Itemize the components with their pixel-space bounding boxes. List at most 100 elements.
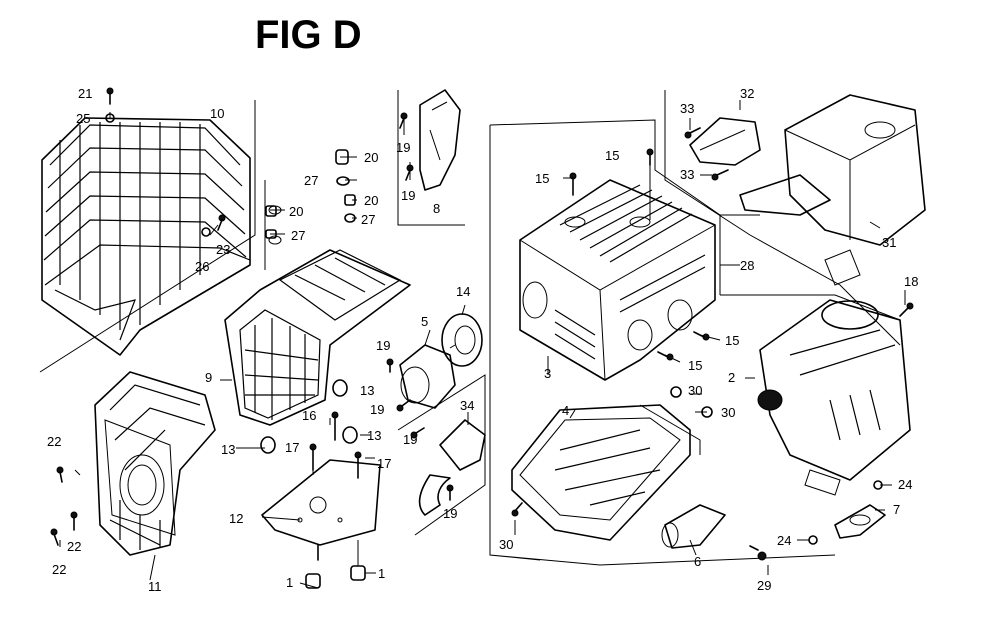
- callout-label: 24: [777, 533, 791, 548]
- bolt-icon: [405, 164, 414, 181]
- muffler-protector: [519, 179, 716, 381]
- support-frame: [224, 180, 411, 426]
- callout-label: 15: [605, 148, 619, 163]
- bolt-icon: [70, 511, 78, 531]
- bolt-icon: [309, 443, 317, 471]
- bracket: [397, 89, 465, 226]
- bolt-icon: [657, 351, 674, 361]
- muffler-gasket: [834, 504, 886, 539]
- bolt-icon: [693, 331, 710, 341]
- bolt-icon: [749, 545, 767, 561]
- bolt-icon: [410, 427, 425, 439]
- callout-label: 10: [210, 106, 224, 121]
- bolt-icon: [50, 528, 59, 546]
- callout-label: 8: [433, 201, 440, 216]
- base-plate: [261, 459, 381, 589]
- nut-icon: [344, 194, 356, 206]
- nut-icon: [201, 227, 211, 237]
- nut-icon: [336, 176, 350, 186]
- bolt-icon: [899, 302, 914, 317]
- heat-shield: [689, 117, 761, 166]
- nut-icon: [105, 113, 115, 123]
- muffler: [757, 299, 911, 496]
- callout-label: 22: [52, 562, 66, 577]
- callout-label: 33: [680, 101, 694, 116]
- callout-label: 3: [544, 366, 551, 381]
- callout-label: 27: [361, 212, 375, 227]
- callout-label: 15: [688, 358, 702, 373]
- nut-icon: [265, 229, 277, 239]
- cover-guard: [39, 100, 256, 373]
- nut-icon: [808, 535, 818, 545]
- bolt-icon: [684, 127, 701, 139]
- callout-label: 13: [367, 428, 381, 443]
- upper-muffler: [739, 94, 926, 286]
- muffler-base: [511, 404, 701, 541]
- bolt-icon: [386, 358, 394, 373]
- callout-label: 22: [47, 434, 61, 449]
- callout-label: 25: [76, 111, 90, 126]
- fasteners: [50, 87, 914, 561]
- callout-label: 18: [904, 274, 918, 289]
- callout-label: 19: [443, 506, 457, 521]
- bolt-icon: [511, 502, 523, 517]
- engine-side-panel: [94, 371, 216, 556]
- callout-label: 17: [377, 456, 391, 471]
- elbow-joint: [399, 344, 456, 409]
- callout-label: 1: [378, 566, 385, 581]
- spark-arrester: [661, 504, 726, 549]
- callout-label: 29: [757, 578, 771, 593]
- figure-title: FIG D: [255, 13, 362, 57]
- nut-icon: [873, 480, 883, 490]
- callout-label: 6: [694, 554, 701, 569]
- bolt-icon: [399, 112, 408, 129]
- callout-label: 13: [221, 442, 235, 457]
- callout-label: 15: [535, 171, 549, 186]
- nut-icon: [335, 149, 349, 165]
- callout-label: 11: [148, 579, 162, 594]
- callout-label: 19: [401, 188, 415, 203]
- callout-label: 16: [302, 408, 316, 423]
- bolt-icon: [711, 169, 729, 181]
- callout-label: 7: [893, 502, 900, 517]
- callout-label: 19: [370, 402, 384, 417]
- callout-label: 31: [882, 235, 896, 250]
- callout-label: 1: [286, 575, 293, 590]
- bolt-icon: [396, 399, 411, 412]
- callout-label: 19: [396, 140, 410, 155]
- callout-label: 30: [721, 405, 735, 420]
- callout-labels: 1 1 2 3 4 5 6 7 8 9 10 11 12 13 13 13 14…: [47, 86, 918, 594]
- nut-icon: [260, 436, 276, 454]
- callout-label: 34: [460, 398, 474, 413]
- nut-icon: [344, 213, 356, 223]
- assembly-frame: [489, 90, 901, 566]
- callout-label: 30: [499, 537, 513, 552]
- bolt-icon: [569, 172, 577, 196]
- bolt-icon: [217, 214, 226, 231]
- callout-label: 27: [304, 173, 318, 188]
- flange: [441, 313, 483, 367]
- nut-icon: [265, 205, 277, 217]
- bolt-icon: [646, 148, 654, 166]
- callout-label: 24: [898, 477, 912, 492]
- callout-label: 20: [289, 204, 303, 219]
- bolt-icon: [354, 451, 362, 479]
- nut-icon: [670, 386, 682, 398]
- callout-label: 23: [216, 242, 230, 257]
- callout-label: 12: [229, 511, 243, 526]
- bolt-icon: [106, 87, 114, 105]
- callout-label: 28: [740, 258, 754, 273]
- callout-label: 32: [740, 86, 754, 101]
- callout-label: 13: [360, 383, 374, 398]
- callout-label: 30: [688, 383, 702, 398]
- callout-label: 14: [456, 284, 470, 299]
- bolt-icon: [56, 466, 64, 483]
- callout-label: 17: [285, 440, 299, 455]
- callout-label: 4: [562, 403, 569, 418]
- exhaust-pipe: [397, 374, 486, 536]
- callout-label: 26: [195, 259, 209, 274]
- callout-label: 27: [291, 228, 305, 243]
- callout-label: 20: [364, 193, 378, 208]
- callout-label: 22: [67, 539, 81, 554]
